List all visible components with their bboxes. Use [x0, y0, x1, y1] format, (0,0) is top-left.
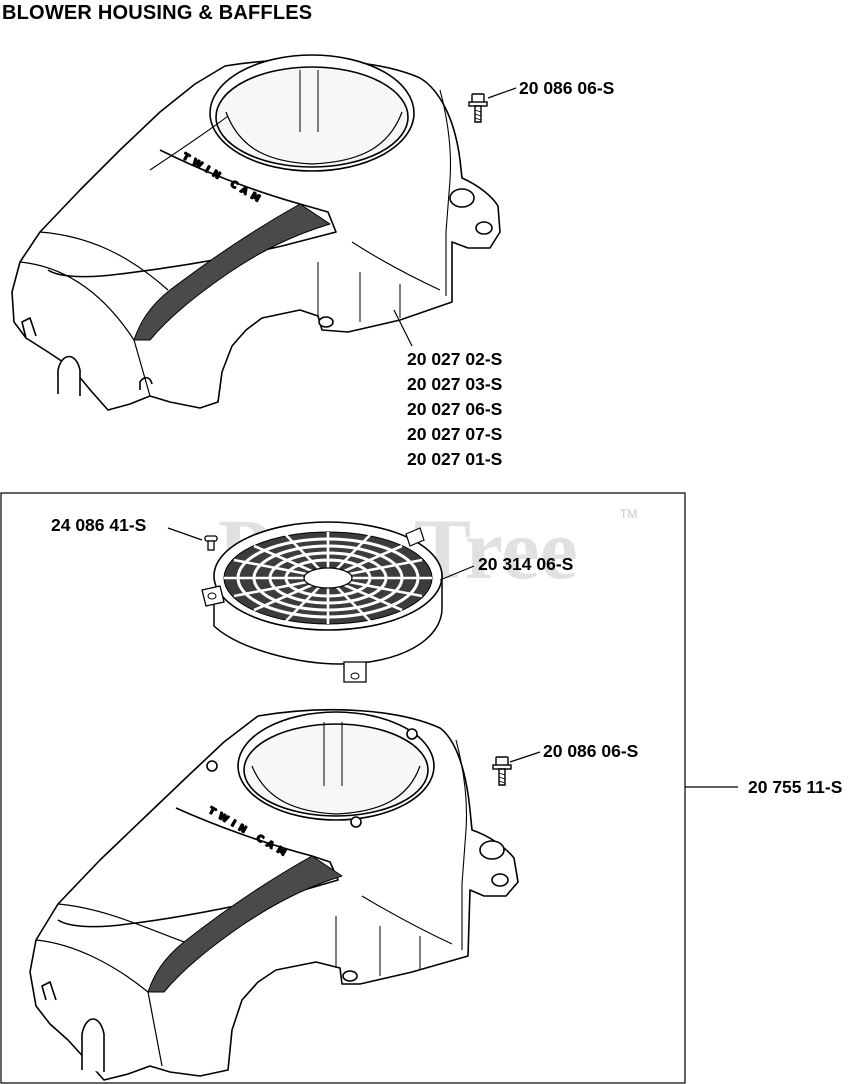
- label-housing-variant-3: 20 027 06-S: [407, 399, 502, 419]
- leader-housing: [393, 309, 413, 347]
- label-housing-variant-1: 20 027 02-S: [407, 349, 502, 369]
- label-housing-variant-2: 20 027 03-S: [407, 374, 502, 394]
- leader-kit-bolt: [509, 751, 541, 763]
- grille-screen[interactable]: [201, 521, 443, 683]
- label-screen: 20 314 06-S: [478, 554, 573, 574]
- label-housing-variant-4: 20 027 07-S: [407, 424, 502, 444]
- blower-housing-kit[interactable]: TWIN CAM: [29, 708, 519, 1081]
- watermark-tm: TM: [620, 507, 637, 521]
- label-screw: 24 086 41-S: [51, 515, 146, 535]
- label-housing-variant-5: 20 027 01-S: [407, 449, 502, 469]
- label-top-bolt: 20 086 06-S: [519, 78, 614, 98]
- bolt-icon-kit[interactable]: [492, 756, 512, 786]
- leader-screw: [167, 527, 203, 541]
- bolt-icon-top[interactable]: [468, 93, 488, 123]
- page-title: BLOWER HOUSING & BAFFLES: [2, 2, 313, 24]
- blower-housing-top[interactable]: TWIN CAM: [11, 54, 501, 411]
- kit-box: [0, 492, 686, 1084]
- leader-screen: [439, 565, 475, 581]
- label-kit: 20 755 11-S: [748, 777, 842, 797]
- screw-icon[interactable]: [204, 535, 218, 551]
- label-kit-bolt: 20 086 06-S: [543, 741, 638, 761]
- leader-top-bolt: [487, 87, 517, 99]
